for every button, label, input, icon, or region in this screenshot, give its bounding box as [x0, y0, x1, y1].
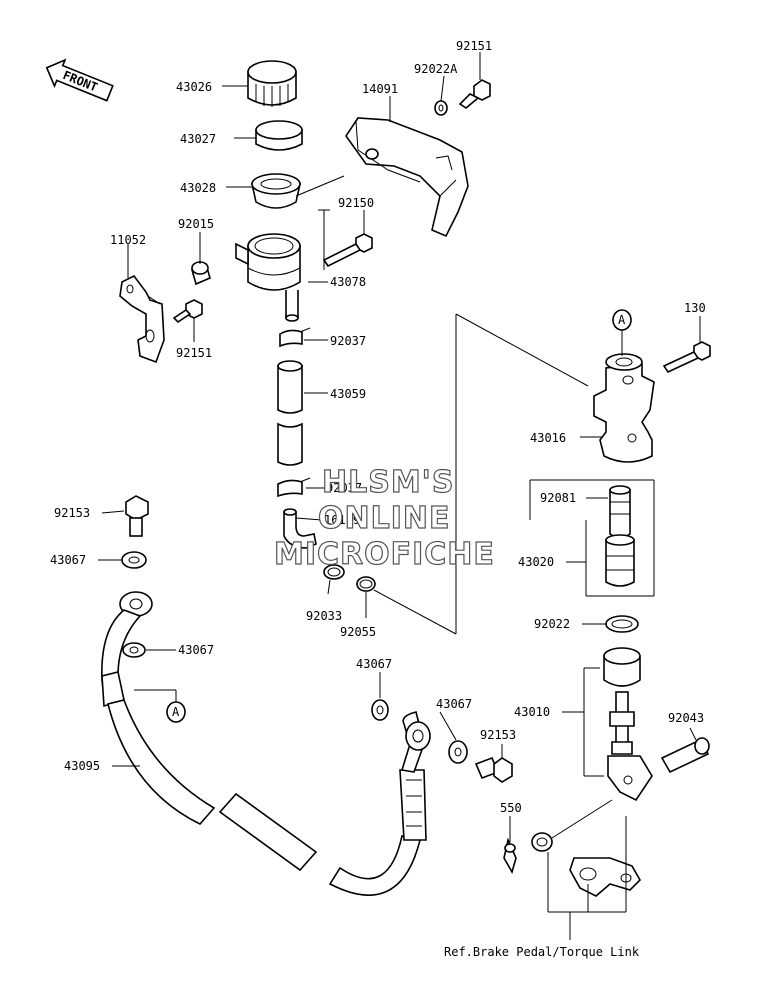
- watermark-line-1: HLSM'S: [322, 465, 454, 500]
- washer-43067-c: [371, 699, 389, 721]
- label-14091: 14091: [362, 82, 398, 96]
- label-43095: 43095: [64, 759, 100, 773]
- banjo-bolt-right: [474, 756, 513, 783]
- watermark-line-2: ONLINE: [318, 501, 451, 536]
- leader-lines: [98, 52, 701, 940]
- label-43028: 43028: [180, 181, 216, 195]
- bolt-92151-top: [458, 79, 491, 109]
- label-92081: 92081: [540, 491, 576, 505]
- banjo-bolt-left: [125, 495, 149, 537]
- label-43067-a: 43067: [50, 553, 86, 567]
- label-43067-c: 43067: [356, 657, 392, 671]
- label-92037-b: 92037: [326, 481, 362, 495]
- bolt-130: [662, 341, 711, 374]
- label-43078: 43078: [330, 275, 366, 289]
- callout-a-bottom-label: A: [172, 705, 180, 719]
- label-43010: 43010: [514, 705, 550, 719]
- label-92043: 92043: [668, 711, 704, 725]
- diaphragm: [251, 173, 301, 209]
- brake-hose: [101, 591, 431, 896]
- label-43020: 43020: [518, 555, 554, 569]
- callout-a-top: A: [612, 309, 632, 356]
- bolt-92150: [322, 233, 373, 268]
- label-92033: 92033: [306, 609, 342, 623]
- watermark: HLSM'S ONLINE MICROFICHE: [273, 464, 495, 572]
- label-92022: 92022: [534, 617, 570, 631]
- label-92150: 92150: [338, 196, 374, 210]
- label-43026: 43026: [176, 80, 212, 94]
- cotter-pin: [503, 837, 517, 875]
- washer-92022A: [434, 100, 448, 116]
- watermark-line-3: MICROFICHE: [274, 537, 495, 572]
- label-16159: 16159: [324, 513, 360, 527]
- master-cylinder: [593, 353, 655, 463]
- front-arrow: FRONT: [45, 58, 114, 102]
- hose: [277, 360, 303, 466]
- label-43016: 43016: [530, 431, 566, 445]
- hose-clamp-top: [279, 327, 311, 348]
- diaphragm-plate: [255, 120, 303, 151]
- reservoir-cap: [247, 60, 297, 107]
- label-92153-left: 92153: [54, 506, 90, 520]
- label-130: 130: [684, 301, 706, 315]
- callout-a-top-label: A: [618, 313, 626, 327]
- push-rod: [603, 647, 653, 802]
- label-43027: 43027: [180, 132, 216, 146]
- label-43059: 43059: [330, 387, 366, 401]
- collar-92015: [191, 261, 211, 286]
- label-92037-a: 92037: [330, 334, 366, 348]
- label-92153-right: 92153: [480, 728, 516, 742]
- pin-92043: [660, 737, 710, 774]
- label-92151-left: 92151: [176, 346, 212, 360]
- label-550: 550: [500, 801, 522, 815]
- callout-a-bottom: A: [134, 689, 186, 723]
- washer-43067-d: [448, 740, 468, 764]
- clip-92022: [605, 615, 639, 633]
- reservoir-cover: [345, 117, 469, 238]
- label-43067-d: 43067: [436, 697, 472, 711]
- washer-43067-a: [121, 551, 147, 569]
- washer-43067-b: [122, 642, 146, 658]
- hose-fitting: [283, 508, 317, 549]
- label-92015: 92015: [178, 217, 214, 231]
- label-92151-top: 92151: [456, 39, 492, 53]
- o-ring: [356, 576, 376, 592]
- label-11052: 11052: [110, 233, 146, 247]
- bolt-92151-left: [172, 299, 203, 324]
- label-43067-b: 43067: [178, 643, 214, 657]
- hose-clamp-bottom: [277, 477, 311, 498]
- label-92022A: 92022A: [414, 62, 458, 76]
- circlip: [323, 564, 345, 580]
- reservoir-body: [235, 233, 301, 322]
- piston-kit: [605, 485, 635, 587]
- bracket: [119, 274, 165, 364]
- footer-reference-note: Ref.Brake Pedal/Torque Link: [444, 945, 640, 959]
- part-labels: 43026 43027 43028 14091 92022A 92151 110…: [50, 39, 706, 815]
- label-92055: 92055: [340, 625, 376, 639]
